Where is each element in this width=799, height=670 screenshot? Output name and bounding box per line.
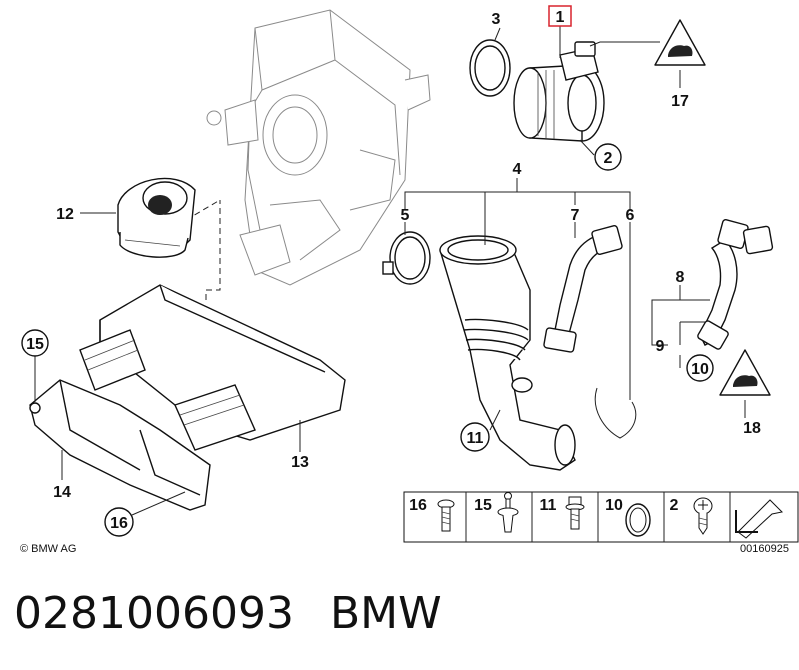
callout-9[interactable]: 9 [656,338,665,355]
callout-11[interactable]: 11 [467,430,484,447]
callout-18[interactable]: 18 [743,420,761,437]
hose-clamp[interactable] [382,231,431,285]
expanding-rivet-icon [497,492,519,533]
callout-1[interactable]: 1 [556,9,565,26]
warning-label-18[interactable] [719,349,771,396]
part-number: 0281006093 [14,588,294,639]
diagram-id: 00160925 [740,543,789,555]
intake-air-hose[interactable] [439,235,576,471]
callout-17[interactable]: 17 [671,93,689,110]
callout-5[interactable]: 5 [401,207,410,224]
callout-7[interactable]: 7 [571,207,580,224]
callout-14[interactable]: 14 [53,484,71,501]
callout-2[interactable]: 2 [604,150,613,167]
callout-circle-2 [594,143,622,171]
callout-6[interactable]: 6 [626,207,635,224]
pan-head-screw-icon [693,497,713,535]
brand-name: BMW [330,588,442,639]
legend-num-16: 16 [409,497,427,514]
o-ring-icon [625,503,651,537]
callout-circle-16 [104,507,134,537]
fastener-legend: 16 15 11 10 2 [403,491,799,543]
callout-3[interactable]: 3 [492,11,501,28]
callout-box-1 [548,5,572,27]
leader-lines [34,24,746,516]
callout-13[interactable]: 13 [291,454,309,471]
screw-icon [437,499,455,532]
arrow-icon [735,499,784,539]
legend-num-10: 10 [605,497,623,514]
air-filter-housing-ghost [206,9,431,286]
callout-4[interactable]: 4 [513,161,522,178]
vent-hose-8[interactable] [697,219,774,350]
callout-circle-10 [686,354,714,382]
o-ring-seal[interactable] [469,39,511,97]
air-intake-silencer[interactable] [79,284,346,451]
callout-12[interactable]: 12 [56,206,74,223]
legend-num-15: 15 [474,497,492,514]
legend-num-11: 11 [540,497,557,514]
mass-air-flow-sensor[interactable] [513,41,605,142]
lower-air-duct[interactable] [29,379,211,511]
copyright-text: © BMW AG [20,543,76,555]
callout-15[interactable]: 15 [26,336,44,353]
legend-num-2: 2 [670,497,679,514]
callout-16[interactable]: 16 [110,515,128,532]
spring-clip[interactable] [594,387,637,439]
callout-circle-11 [460,422,490,452]
callouts: 1 3 17 2 4 5 7 6 12 8 9 10 15 18 11 13 1… [21,5,761,537]
callout-10[interactable]: 10 [691,361,709,378]
vent-hose-7[interactable] [543,225,623,353]
warning-label-17[interactable] [654,19,706,66]
callout-8[interactable]: 8 [676,269,685,286]
dashed-leaders [185,199,221,300]
hex-bolt-icon [565,496,585,530]
callout-circle-15 [21,329,49,357]
rubber-mount-boot[interactable] [117,177,196,258]
